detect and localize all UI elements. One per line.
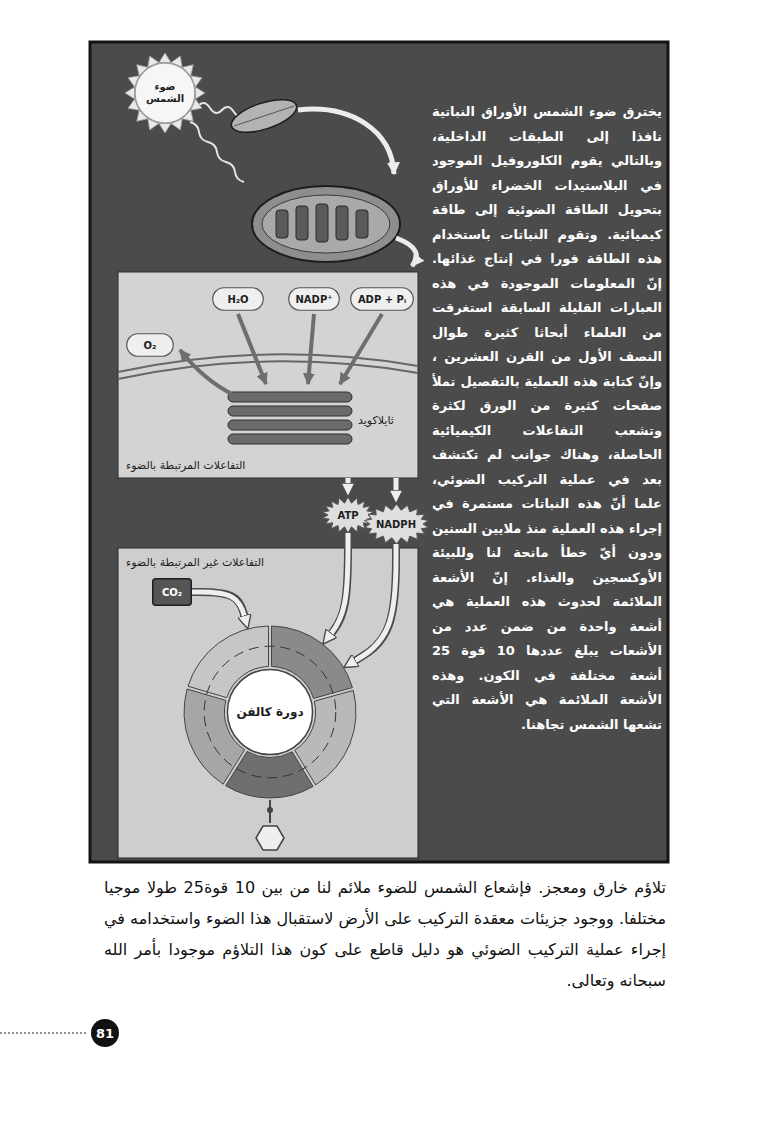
input-arrow bbox=[238, 314, 266, 384]
product-dot bbox=[267, 807, 273, 813]
molecule-chip: H₂O bbox=[212, 287, 264, 311]
node-text: CO₂ bbox=[162, 587, 182, 598]
illustration-part bbox=[336, 206, 348, 240]
part-label-holder: ثايلاكويد bbox=[358, 414, 394, 427]
flow-connector bbox=[350, 544, 396, 663]
text-slot: التفاعلات غير المرتبطة بالضوء bbox=[126, 556, 264, 569]
molecule-chip: O₂ bbox=[126, 333, 174, 357]
membrane bbox=[118, 361, 418, 379]
molecule-chip: NADP⁺ bbox=[288, 287, 340, 311]
chip-outline bbox=[213, 288, 264, 311]
node-text: NADP⁺ bbox=[295, 294, 332, 305]
flow-connector bbox=[192, 592, 246, 621]
box-heading: التفاعلات المرتبطة بالضوء bbox=[126, 459, 245, 472]
connector-group bbox=[348, 478, 349, 489]
input-arrow bbox=[340, 314, 382, 384]
sun-ray bbox=[195, 87, 205, 99]
body-paragraph-holder: تلاؤم خارق ومعجز. فإشعاع الشمس للضوء ملا… bbox=[104, 872, 666, 996]
light-reactions-box: التفاعلات المرتبطة بالضوء H₂O NADP⁺ ADP + P… bbox=[118, 272, 418, 478]
energy-starburst: NADPH bbox=[364, 504, 429, 544]
page-number: 81 bbox=[90, 1018, 120, 1048]
connector-group bbox=[192, 592, 246, 621]
node-text: 81 bbox=[96, 1026, 114, 1041]
output-arrow bbox=[180, 350, 232, 394]
sugar-hexagon bbox=[256, 826, 284, 850]
sun-circle: ضوء الشمس bbox=[125, 53, 205, 133]
body-paragraph: تلاؤم خارق ومعجز. فإشعاع الشمس للضوء ملا… bbox=[104, 872, 666, 996]
sun-ray bbox=[159, 53, 171, 63]
sun-disc bbox=[135, 63, 195, 123]
node-text: دورة كالفن bbox=[234, 705, 306, 720]
page-number-disc bbox=[91, 1019, 119, 1047]
membrane bbox=[118, 354, 418, 372]
sun-ray bbox=[125, 87, 135, 99]
flow-connector bbox=[328, 533, 348, 638]
leaf bbox=[228, 93, 301, 139]
page-rule bbox=[0, 1033, 88, 1034]
chloroplast bbox=[252, 186, 400, 262]
molecule-chip: CO₂ bbox=[152, 578, 192, 606]
cycle-centre bbox=[227, 669, 312, 754]
molecule-chip: ADP + Pᵢ bbox=[350, 287, 414, 311]
dark-reactions-box: التفاعلات غير المرتبطة بالضوء CO₂ دورة كال… bbox=[118, 548, 418, 858]
panel-ground bbox=[90, 42, 668, 862]
node-text: ضوء الشمس bbox=[142, 81, 188, 105]
text-slot: يخترق ضوء الشمس الأوراق النباتية نافذا إ… bbox=[432, 100, 662, 737]
flow-connector bbox=[394, 478, 399, 496]
illustration-part bbox=[276, 210, 288, 238]
chip-outline bbox=[351, 288, 414, 311]
chloroplast-inner bbox=[262, 195, 390, 253]
leaf-vein bbox=[234, 106, 294, 126]
starburst-outline bbox=[364, 504, 428, 544]
dark-reactions-ground bbox=[118, 548, 418, 858]
chip-outline bbox=[127, 334, 174, 357]
connector-group bbox=[396, 478, 397, 496]
illustration-part bbox=[316, 204, 328, 242]
sun-ray bbox=[159, 123, 171, 133]
illustration-part bbox=[228, 392, 352, 402]
illustration-part bbox=[296, 206, 308, 240]
panel-paragraph: يخترق ضوء الشمس الأوراق النباتية نافذا إ… bbox=[432, 100, 662, 737]
text-slot: التفاعلات المرتبطة بالضوء bbox=[126, 459, 245, 472]
cycle-ring bbox=[184, 626, 356, 798]
text-panel: يخترق ضوء الشمس الأوراق النباتية نافذا إ… bbox=[90, 42, 668, 862]
box-heading: التفاعلات غير المرتبطة بالضوء bbox=[126, 556, 264, 569]
calvin-cycle-ring: دورة كالفن bbox=[182, 624, 358, 800]
part-label: ثايلاكويد bbox=[358, 414, 394, 427]
illustration-part bbox=[356, 210, 368, 238]
cycle-track bbox=[204, 646, 336, 778]
connector-group bbox=[328, 533, 348, 638]
grana bbox=[276, 204, 368, 242]
node-text: NADPH bbox=[376, 519, 416, 530]
node-text: H₂O bbox=[227, 294, 248, 305]
chip-outline bbox=[289, 288, 340, 311]
node-text: ADP + Pᵢ bbox=[358, 294, 406, 305]
connector-group bbox=[350, 544, 396, 663]
thylakoid-stack bbox=[228, 392, 352, 444]
illustration-part bbox=[228, 406, 352, 416]
light-reactions-ground bbox=[118, 272, 418, 478]
illustration-part bbox=[228, 434, 352, 444]
input-arrow bbox=[308, 314, 314, 384]
node-text: O₂ bbox=[144, 340, 157, 351]
flow-arrow bbox=[298, 109, 394, 174]
flow-arrow bbox=[396, 238, 416, 266]
node-text: ATP bbox=[337, 510, 358, 521]
chip-outline bbox=[153, 579, 192, 606]
illustration-part bbox=[228, 420, 352, 430]
flow-connector bbox=[346, 478, 351, 489]
